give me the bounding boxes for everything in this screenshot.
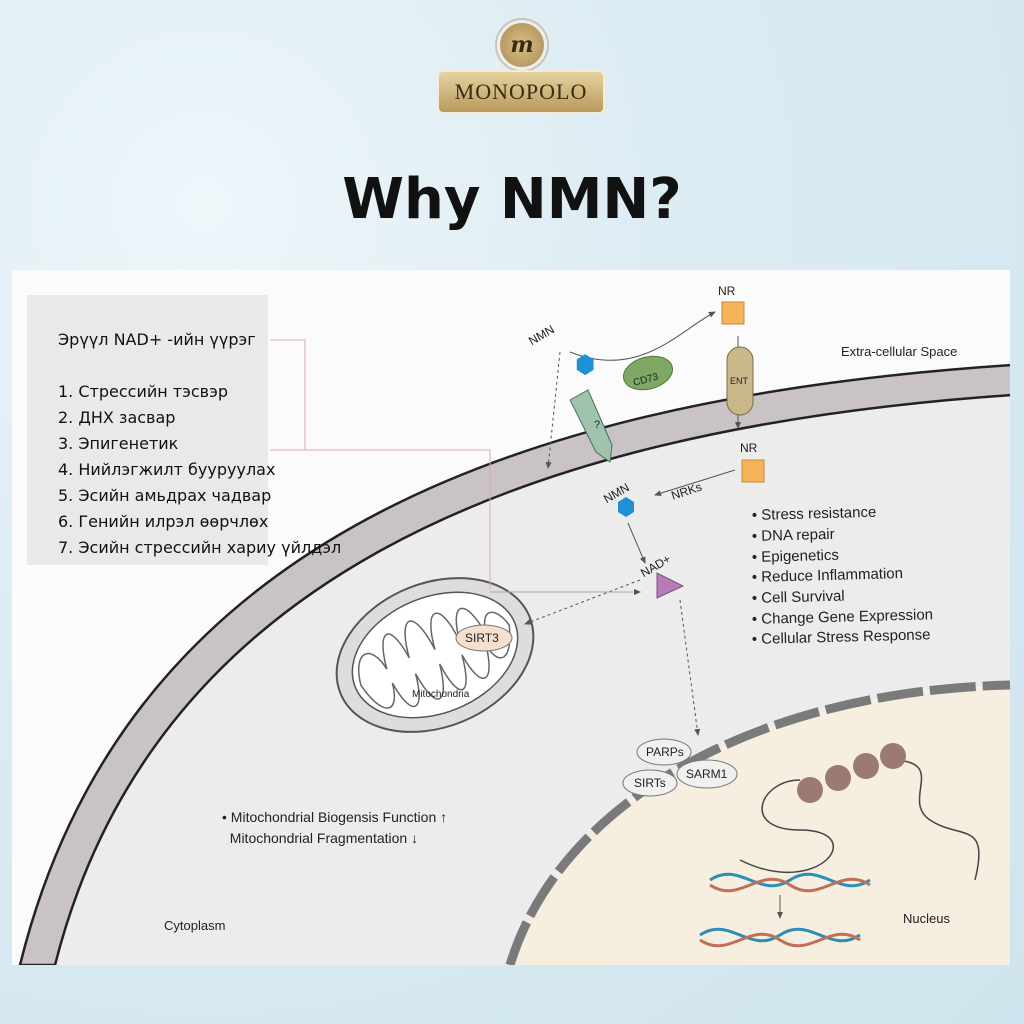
- effect-item: • Change Gene Expression: [752, 606, 934, 628]
- nad-roles-text-layer: Эрүүл NAD+ -ийн үүрэг 1. Стрессийн тэсвэ…: [12, 270, 1010, 965]
- nad-roles-box: [27, 295, 268, 565]
- transporter-label: ?: [594, 419, 600, 431]
- parps-label: PARPs: [646, 745, 684, 759]
- nad-roles-text-container: Эрүүл NAD+ -ийн үүрэг 1. Стрессийн тэсвэ…: [27, 295, 341, 565]
- nad-role-item: 4. Нийлэгжилт бууруулах: [58, 460, 276, 479]
- nucleus-label: Nucleus: [903, 911, 950, 926]
- monopolo-logo: m MONOPOLO: [435, 12, 605, 114]
- dna-chromatin: [699, 743, 980, 948]
- nad-role-item: 7. Эсийн стрессийн хариу үйлдэл: [58, 538, 342, 557]
- nmn-pathway-diagram: NMN NR NR CD73 ENT ? NRKs NMN NAD+ Extra…: [12, 270, 1010, 965]
- sarm1-label: SARM1: [686, 767, 728, 781]
- effect-item: • Reduce Inflammation: [752, 565, 904, 586]
- mitochondria-label: Mitochondria: [412, 689, 470, 700]
- logo-brand: MONOPOLO: [437, 70, 605, 114]
- bracket-line: [270, 339, 491, 590]
- sirts-label: SIRTs: [634, 776, 666, 790]
- nr-inner-label: NR: [740, 441, 758, 455]
- nad-roles-text: Эрүүл NAD+ -ийн үүрэг 1. Стрессийн тэсвэ…: [58, 327, 341, 561]
- nr-square-outer: [721, 301, 745, 325]
- cell-membrane: [18, 363, 1010, 965]
- nr-square-inner: [741, 459, 765, 483]
- effect-item: • Cell Survival: [752, 588, 845, 607]
- logo-medal: m: [497, 20, 547, 70]
- sirt3-label: SIRT3: [465, 631, 499, 645]
- mito-effect-item: Mitochondrial Fragmentation ↓: [222, 830, 418, 846]
- ent-transporter: [726, 346, 754, 416]
- cytoplasm-label: Cytoplasm: [164, 918, 225, 933]
- effect-item: • Stress resistance: [752, 504, 877, 524]
- effect-item: • DNA repair: [752, 526, 835, 545]
- nad-effects-list: • Stress resistance • DNA repair • Epige…: [752, 504, 934, 648]
- nmn-hexagon-outer: [576, 354, 594, 376]
- mito-effect-item: • Mitochondrial Biogensis Function ↑: [222, 809, 447, 825]
- mitochondrion: [335, 577, 535, 733]
- effect-item: • Epigenetics: [752, 547, 839, 566]
- nmn-hexagon-inner: [618, 497, 634, 517]
- unknown-transporter: [569, 389, 613, 463]
- diagram-svg: NMN NR NR CD73 ENT ? NRKs NMN NAD+ Extra…: [12, 270, 1010, 965]
- extracellular-label: Extra-cellular Space: [841, 344, 957, 359]
- nad-role-item: 5. Эсийн амьдрах чадвар: [58, 486, 272, 505]
- effect-item: • Cellular Stress Response: [752, 626, 931, 648]
- page-title: Why NMN?: [342, 167, 682, 232]
- nad-roles-heading: Эрүүл NAD+ -ийн үүрэг: [58, 330, 256, 349]
- nad-role-item: 1. Стрессийн тэсвэр: [58, 382, 229, 401]
- nad-triangle: [656, 572, 685, 599]
- nad-role-item: 6. Генийн илрэл өөрчлөх: [58, 512, 269, 531]
- nad-role-item: 3. Эпигенетик: [58, 434, 179, 453]
- cd73-enzyme: [622, 355, 674, 391]
- logo-monogram: m: [510, 32, 534, 58]
- ent-label: ENT: [730, 376, 749, 386]
- nr-outer-label: NR: [718, 284, 736, 298]
- nad-role-item: 2. ДНХ засвар: [58, 408, 176, 427]
